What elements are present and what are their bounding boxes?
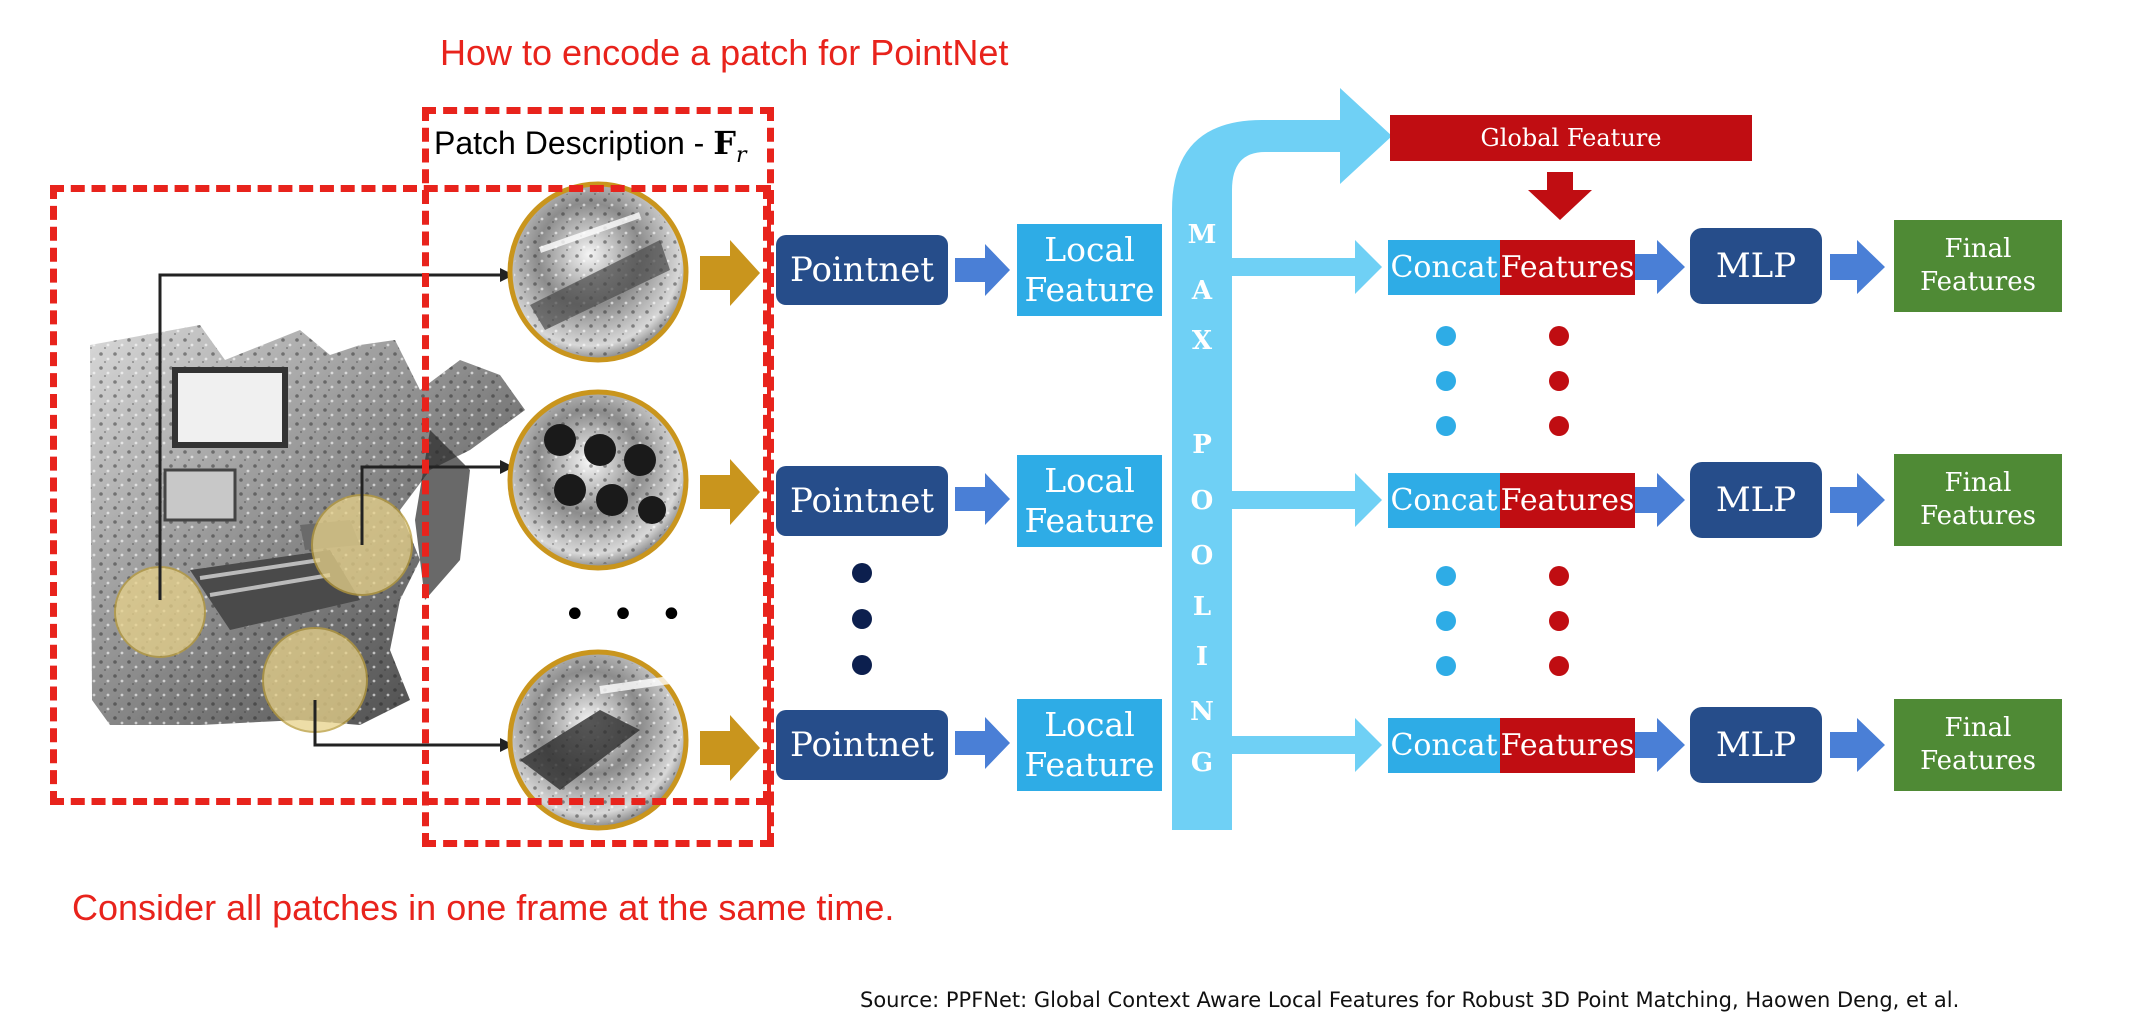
patch-ellipsis: • • • xyxy=(563,592,690,638)
max-pooling-letter: M xyxy=(1187,220,1217,250)
ellipsis-dot xyxy=(852,563,872,583)
frame-dashed-box xyxy=(50,185,770,805)
patch-zoom-circle-3 xyxy=(507,649,689,831)
gold-arrow-icon xyxy=(700,240,760,781)
features-box-3: Features xyxy=(1500,718,1635,773)
ellipsis-dot xyxy=(1549,326,1569,346)
final-features-box-3: Final Features xyxy=(1894,699,2062,791)
ellipsis-dot xyxy=(852,609,872,629)
ellipsis-dot xyxy=(1436,416,1456,436)
features-label: Features xyxy=(1500,250,1635,285)
local-feature-label: Local Feature xyxy=(1024,461,1155,540)
concat-label: Concat xyxy=(1390,250,1498,285)
pointnet-label: Pointnet xyxy=(789,250,935,290)
patch-description-text: Patch Description - xyxy=(434,125,714,161)
max-pooling-letter: L xyxy=(1192,592,1212,622)
mlp-label: MLP xyxy=(1715,246,1797,286)
patch-description-subscript: r xyxy=(735,143,747,168)
final-features-label: Final Features xyxy=(1920,234,2036,297)
consider-note: Consider all patches in one frame at the… xyxy=(72,887,895,928)
max-pooling-letter: P xyxy=(1192,430,1212,460)
ellipsis-dot xyxy=(1549,416,1569,436)
point-cloud-image xyxy=(90,325,525,733)
down-arrow-icon xyxy=(1528,172,1592,220)
local-feature-box-1: Local Feature xyxy=(1017,224,1162,316)
max-pooling-letter: O xyxy=(1190,541,1214,571)
patch-zoom-circle-1 xyxy=(507,181,689,363)
ellipsis-dot xyxy=(852,655,872,675)
features-label: Features xyxy=(1500,483,1635,518)
ellipsis-dot xyxy=(1436,611,1456,631)
patch-connector-lines xyxy=(158,268,514,752)
pointnet-box-2: Pointnet xyxy=(776,466,948,536)
features-label: Features xyxy=(1500,728,1635,763)
max-pooling-letter: I xyxy=(1195,642,1209,672)
final-features-label: Final Features xyxy=(1920,468,2036,531)
ellipsis-dot xyxy=(1436,371,1456,391)
pooling-to-concat-arrows xyxy=(1225,240,1382,772)
encode-title: How to encode a patch for PointNet xyxy=(440,32,1009,73)
local-feature-box-2: Local Feature xyxy=(1017,455,1162,547)
features-box-1: Features xyxy=(1500,240,1635,295)
mlp-box-2: MLP xyxy=(1690,462,1822,538)
local-feature-label: Local Feature xyxy=(1024,705,1155,784)
global-feature-box: Global Feature xyxy=(1390,115,1752,161)
concat-box-3: Concat xyxy=(1388,718,1500,773)
features-box-2: Features xyxy=(1500,473,1635,528)
max-pooling-letter: X xyxy=(1191,326,1213,356)
blue-arrow-icon xyxy=(955,244,1010,769)
max-pooling-letter: O xyxy=(1190,486,1214,516)
mlp-label: MLP xyxy=(1715,725,1797,765)
global-feature-label: Global Feature xyxy=(1480,124,1662,152)
concat-box-2: Concat xyxy=(1388,473,1500,528)
concat-label: Concat xyxy=(1390,483,1498,518)
patch-dashed-box xyxy=(422,107,774,847)
blue-arrow-icon-right xyxy=(1630,240,1885,772)
max-pooling-letter: A xyxy=(1191,276,1213,306)
max-pooling-letter: G xyxy=(1190,748,1214,778)
concat-label: Concat xyxy=(1390,728,1498,763)
ellipsis-dot xyxy=(1436,566,1456,586)
ellipsis-dot xyxy=(1549,656,1569,676)
local-feature-label: Local Feature xyxy=(1024,230,1155,309)
pointnet-label: Pointnet xyxy=(789,481,935,521)
ellipsis-dot xyxy=(1549,566,1569,586)
patch-description-label: Patch Description - Fr xyxy=(434,124,746,168)
ellipsis-dot xyxy=(1549,371,1569,391)
pointnet-box-1: Pointnet xyxy=(776,235,948,305)
final-features-label: Final Features xyxy=(1920,713,2036,776)
ellipsis-dot xyxy=(1436,326,1456,346)
patch-description-symbol: F xyxy=(713,124,736,162)
mlp-box-3: MLP xyxy=(1690,707,1822,783)
patch-zoom-circle-2 xyxy=(507,389,689,571)
ellipsis-dot xyxy=(1436,656,1456,676)
mlp-label: MLP xyxy=(1715,480,1797,520)
mlp-box-1: MLP xyxy=(1690,228,1822,304)
final-features-box-2: Final Features xyxy=(1894,454,2062,546)
local-feature-box-3: Local Feature xyxy=(1017,699,1162,791)
concat-box-1: Concat xyxy=(1388,240,1500,295)
pointnet-box-3: Pointnet xyxy=(776,710,948,780)
pointnet-label: Pointnet xyxy=(789,725,935,765)
ellipsis-dot xyxy=(1549,611,1569,631)
final-features-box-1: Final Features xyxy=(1894,220,2062,312)
max-pooling-letter: N xyxy=(1190,697,1214,727)
